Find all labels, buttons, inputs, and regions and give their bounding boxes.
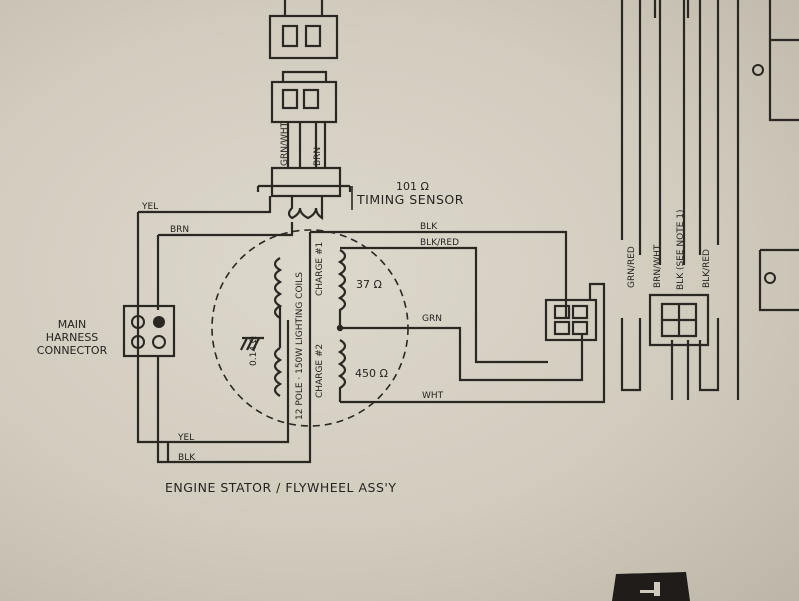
wire-label-yel-top: YEL (141, 202, 158, 212)
lighting-coils-label: 12 POLE · 150W LIGHTING COILS (295, 272, 305, 420)
charge-coil-2 (337, 339, 347, 402)
right-harness (620, 0, 799, 400)
timing-sensor-label: TIMING SENSOR (356, 192, 464, 207)
charge-1-label: CHARGE #1 (315, 242, 325, 296)
wire-label-blk-red: BLK/RED (420, 238, 459, 248)
main-harness-connector (122, 304, 176, 358)
engine-stator-label: ENGINE STATOR / FLYWHEEL ASS'Y (165, 480, 396, 495)
charge-connector (544, 298, 598, 342)
wire-blk-red (340, 246, 548, 364)
page-tab-icon (612, 572, 690, 601)
timing-sensor-resistance: 101 Ω (396, 180, 429, 193)
wire-label-grn-wht: GRN/WHT (280, 121, 290, 166)
charge-2-resistance: 450 Ω (355, 367, 388, 380)
wire-label-blk: BLK (420, 222, 438, 232)
timing-sensor-coil (287, 196, 324, 221)
wire-bottom (156, 356, 312, 464)
harness-label-line1: MAIN (58, 318, 87, 331)
charge-coil-1 (337, 249, 347, 328)
right-wire-label-3: BLK (SEE NOTE 1) (676, 209, 686, 290)
wire-wht (340, 282, 606, 404)
wire-blk (308, 230, 568, 410)
top-connector (268, 0, 339, 60)
right-wire-label-4: BLK/RED (702, 249, 712, 288)
wire-label-yel-bottom: YEL (177, 433, 194, 443)
harness-label-line2: HARNESS (46, 331, 99, 344)
wire-label-brn-left: BRN (170, 225, 189, 235)
wire-label-grn: GRN (422, 314, 442, 324)
wire-label-wht: WHT (422, 391, 444, 401)
wire-label-blk-bottom: BLK (178, 453, 196, 463)
wire-grn (340, 326, 584, 382)
charge-1-resistance: 37 Ω (356, 278, 382, 291)
right-wire-label-1: GRN/RED (627, 246, 637, 288)
wire-brn (156, 222, 294, 310)
lighting-resistance: 0.14 Ω (249, 336, 259, 366)
right-wire-label-2: BRN/WHT (653, 244, 663, 288)
harness-label-line3: CONNECTOR (37, 344, 108, 357)
wire-label-brn-top: BRN (313, 147, 323, 166)
charge-2-label: CHARGE #2 (315, 344, 325, 398)
sensor-connector (256, 70, 352, 198)
ground-icon (240, 336, 264, 351)
lighting-coil (273, 257, 283, 397)
stator-outline (211, 229, 409, 427)
